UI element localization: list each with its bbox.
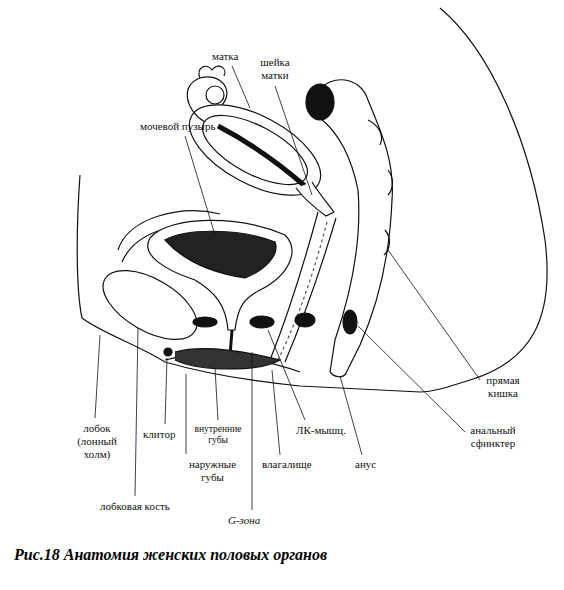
part-label: G-зона <box>228 514 260 527</box>
part-label: влагалище <box>262 458 312 471</box>
part-label: мочевой пузырь <box>140 120 216 133</box>
figure-caption: Рис.18 Анатомия женских половых органов <box>14 546 327 564</box>
part-label: анус <box>355 458 376 471</box>
part-label: матка <box>212 50 238 63</box>
part-label: анальный сфинктер <box>462 424 524 450</box>
part-label: лобок (лонный холм) <box>72 422 122 462</box>
part-label: прямая кишка <box>478 374 528 400</box>
part-label: наружные губы <box>185 458 240 484</box>
part-label: шейка матки <box>255 56 295 82</box>
part-label: лобковая кость <box>100 500 170 513</box>
part-label: ЛК-мышц. <box>296 424 346 437</box>
part-label: внутренние губы <box>190 424 246 447</box>
part-label: клитор <box>143 428 175 441</box>
